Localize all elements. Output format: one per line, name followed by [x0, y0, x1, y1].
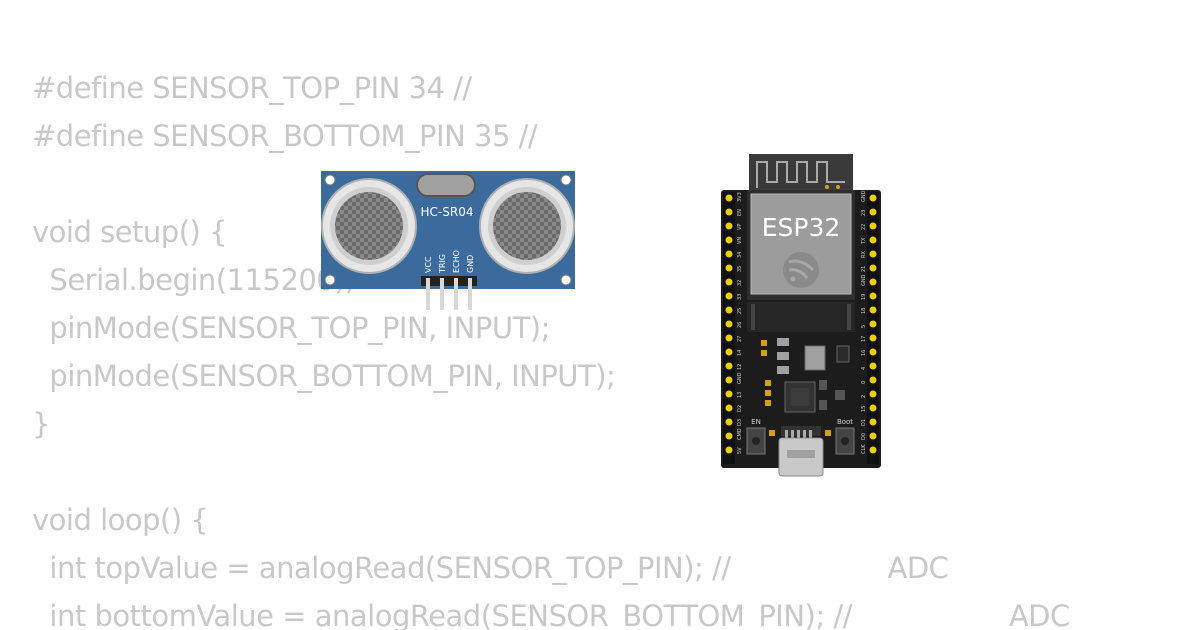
code-line: void setup() {: [32, 215, 228, 249]
pin-label: 0: [861, 381, 867, 384]
code-line: pinMode(SENSOR_TOP_PIN, INPUT);: [32, 311, 550, 345]
pin-label: 32: [737, 280, 743, 286]
pin-label: CLK: [861, 444, 867, 454]
pin-label: 5V: [737, 447, 743, 454]
pin-label: D2: [737, 405, 743, 412]
pin-label: 23: [861, 210, 867, 216]
pin-echo[interactable]: [454, 278, 458, 310]
voltage-regulator-icon: [804, 345, 826, 371]
left-transducer-icon: [321, 178, 417, 274]
micro-usb-port-icon[interactable]: [778, 426, 824, 477]
crystal-icon: [416, 173, 476, 197]
code-line: }: [32, 407, 50, 441]
code-line: int bottomValue = analogRead(SENSOR_BOTT…: [32, 599, 1070, 630]
pin-label: 2: [861, 395, 867, 398]
pin-label: 35: [737, 266, 743, 272]
pin-label: 19: [861, 294, 867, 300]
pin-label: 3V3: [737, 192, 743, 202]
pin-label: 14: [737, 350, 743, 356]
code-line: #define SENSOR_TOP_PIN 34 //: [32, 71, 472, 105]
pin-label: CMD: [737, 428, 743, 440]
pin-label: RX: [861, 251, 867, 258]
right-transducer-icon: [479, 178, 575, 274]
pin-label: VN: [737, 237, 743, 244]
pin-label: 13: [737, 392, 743, 398]
pin-label: 33: [737, 294, 743, 300]
pin-label-gnd: GND: [466, 255, 475, 273]
code-line: pinMode(SENSOR_BOTTOM_PIN, INPUT);: [32, 359, 616, 393]
pin-gnd[interactable]: [468, 278, 472, 310]
boot-label: Boot: [837, 418, 853, 426]
pin-trig[interactable]: [440, 278, 444, 310]
pin-label: 16: [861, 350, 867, 356]
espressif-logo-icon: [783, 252, 819, 288]
pin-label: 18: [861, 308, 867, 314]
esp32-devkit-board[interactable]: ESP32: [721, 154, 881, 478]
pin-label-vcc: VCC: [424, 256, 433, 273]
pin-label: 21: [861, 266, 867, 272]
pin-label: GND: [737, 372, 743, 384]
pin-label: 26: [737, 322, 743, 328]
pin-label: GND: [861, 274, 867, 286]
antenna-trace-icon: [756, 161, 845, 188]
pin-label: D3: [737, 419, 743, 426]
pin-label: 34: [737, 252, 743, 258]
pin-label: VP: [737, 224, 743, 230]
esp32-label: ESP32: [762, 213, 841, 242]
pin-label: GND: [861, 190, 867, 202]
left-pin-header: [723, 192, 735, 464]
pin-label: 15: [861, 406, 867, 412]
en-label: EN: [751, 418, 761, 426]
code-line: int topValue = analogRead(SENSOR_TOP_PIN…: [32, 551, 949, 585]
pin-label-trig: TRIG: [438, 254, 447, 274]
pin-label: 12: [737, 364, 743, 370]
pin-label: 4: [861, 367, 867, 370]
pin-label: 27: [737, 336, 743, 342]
code-line: void loop() {: [32, 503, 209, 537]
pin-label: D1: [861, 419, 867, 426]
right-pin-header: [867, 192, 879, 464]
code-line: #define SENSOR_BOTTOM_PIN 35 //: [32, 119, 538, 153]
pin-label: D0: [861, 433, 867, 440]
pin-label: EN: [737, 209, 743, 216]
pin-label-echo: ECHO: [452, 250, 461, 273]
hc-sr04-sensor[interactable]: HC-SR04 VCC TRIG ECHO GND: [320, 170, 576, 310]
hc-sr04-label: HC-SR04: [421, 205, 474, 219]
pin-label: TX: [861, 237, 867, 245]
pin-label: 25: [737, 308, 743, 314]
pin-header: [421, 276, 477, 286]
code-line: Serial.begin(115200);: [32, 263, 355, 297]
pin-label: 5: [861, 325, 867, 328]
pin-vcc[interactable]: [426, 278, 430, 310]
pin-label: 17: [861, 336, 867, 342]
pin-label: 22: [861, 224, 867, 230]
